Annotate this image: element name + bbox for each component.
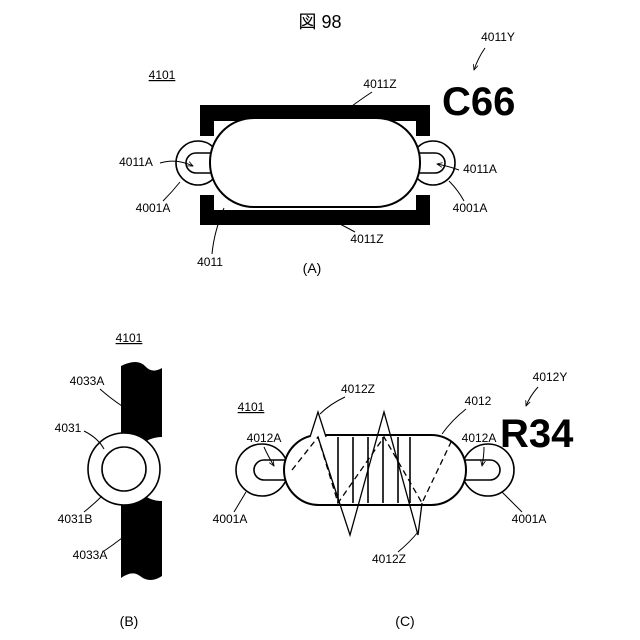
panel-c-zigzag-front-top [310, 412, 326, 437]
panel-a-label-bottom-z: 4011Z [350, 232, 383, 246]
panel-b-label-lower-strip: 4033A [73, 548, 108, 562]
panel-a-caption: (A) [303, 260, 322, 276]
panel-a-capsule-body [210, 118, 420, 207]
panel-c-code-text: R34 [500, 412, 574, 456]
panel-c-label-top-z: 4012Z [341, 382, 375, 396]
panel-a: 4101 C66 4011Y 4011Z 4011A 4011A 4001A 4… [119, 30, 515, 276]
panel-b-label-notch: 4031B [58, 512, 93, 526]
panel-c-code-ref: 4012Y [533, 370, 568, 384]
panel-a-ref-label: 4101 [149, 68, 176, 82]
panel-c-code-ref-arrow [526, 387, 538, 406]
panel-b-label-ring: 4031 [55, 421, 82, 435]
panel-c-leader-right-base [502, 492, 522, 512]
panel-b-leader-upper-strip [100, 389, 122, 406]
panel-c-caption: (C) [395, 613, 414, 629]
panel-a-leader-left-base [163, 182, 180, 201]
panel-a-leader-right-base [449, 181, 464, 201]
panel-c-label-body: 4012 [465, 394, 492, 408]
panel-a-label-right-a: 4011A [463, 162, 497, 176]
panel-a-label-body: 4011 [197, 255, 223, 269]
panel-a-leader-top-z [352, 92, 372, 106]
figure-title: 図 98 [298, 12, 341, 32]
panel-c-leader-bottom-z [398, 532, 418, 552]
panel-a-code-ref-arrow [474, 48, 485, 70]
panel-c-leader-left-base [234, 492, 246, 512]
panel-c-leader-top-z [320, 397, 345, 414]
panel-a-code-text: C66 [442, 80, 515, 124]
panel-a-label-left-a: 4011A [119, 155, 153, 169]
panel-c-label-left-a: 4012A [247, 431, 282, 445]
panel-a-label-right-base: 4001A [453, 201, 488, 215]
panel-b: 4101 4033A 4031 4031B 4033A (B) [55, 331, 162, 629]
panel-b-caption: (B) [120, 613, 139, 629]
panel-b-leader-notch [84, 496, 102, 512]
panel-c-ref-label: 4101 [238, 400, 265, 414]
panel-c: 4101 R34 4012Y 4012Z 4012 [213, 370, 574, 629]
panel-a-label-left-base: 4001A [136, 201, 171, 215]
panel-a-code-ref: 4011Y [481, 30, 515, 44]
panel-c-label-right-base: 4001A [512, 512, 547, 526]
panel-b-leader-lower-strip [104, 538, 122, 551]
panel-b-ring-inner [102, 447, 146, 491]
panel-c-label-left-base: 4001A [213, 512, 248, 526]
panel-c-label-bottom-z: 4012Z [372, 552, 406, 566]
panel-b-ref-label: 4101 [116, 331, 143, 345]
panel-b-label-upper-strip: 4033A [70, 374, 105, 388]
panel-c-label-right-a: 4012A [462, 431, 497, 445]
panel-a-label-top-z: 4011Z [363, 77, 396, 91]
